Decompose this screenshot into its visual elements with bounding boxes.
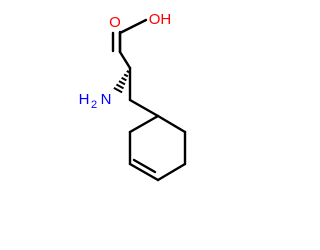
stereo-hash-wedge [113, 70, 130, 94]
hash-line [126, 70, 130, 74]
hydroxyl-label: OH [149, 11, 172, 28]
hash-line [123, 73, 129, 78]
hash-line [115, 83, 125, 90]
bond-group [111, 18, 187, 182]
carboxyl-oh-bond [118, 18, 148, 35]
structure-svg: O OH H 2 N [79, 11, 187, 182]
ch2-ring-bond [128, 98, 160, 118]
molecule-diagram: O OH H 2 N [78, 11, 187, 182]
amine-h-label: H [79, 91, 90, 108]
ring-double-bond-outer [128, 162, 160, 182]
amine-subscript-label: 2 [91, 99, 97, 111]
carboxyl-alpha-bond [118, 50, 132, 70]
hash-line [113, 87, 123, 94]
ring-bond-6 [128, 114, 160, 134]
amine-label: H 2 N [79, 91, 112, 111]
oxygen-label: O [109, 14, 121, 31]
hash-line [121, 76, 127, 82]
hash-line [118, 80, 126, 86]
amine-n-label: N [101, 91, 112, 108]
ring-bond-3 [156, 162, 187, 182]
ring-bond-1 [156, 114, 187, 134]
ring-double-bond-inner [132, 158, 157, 174]
